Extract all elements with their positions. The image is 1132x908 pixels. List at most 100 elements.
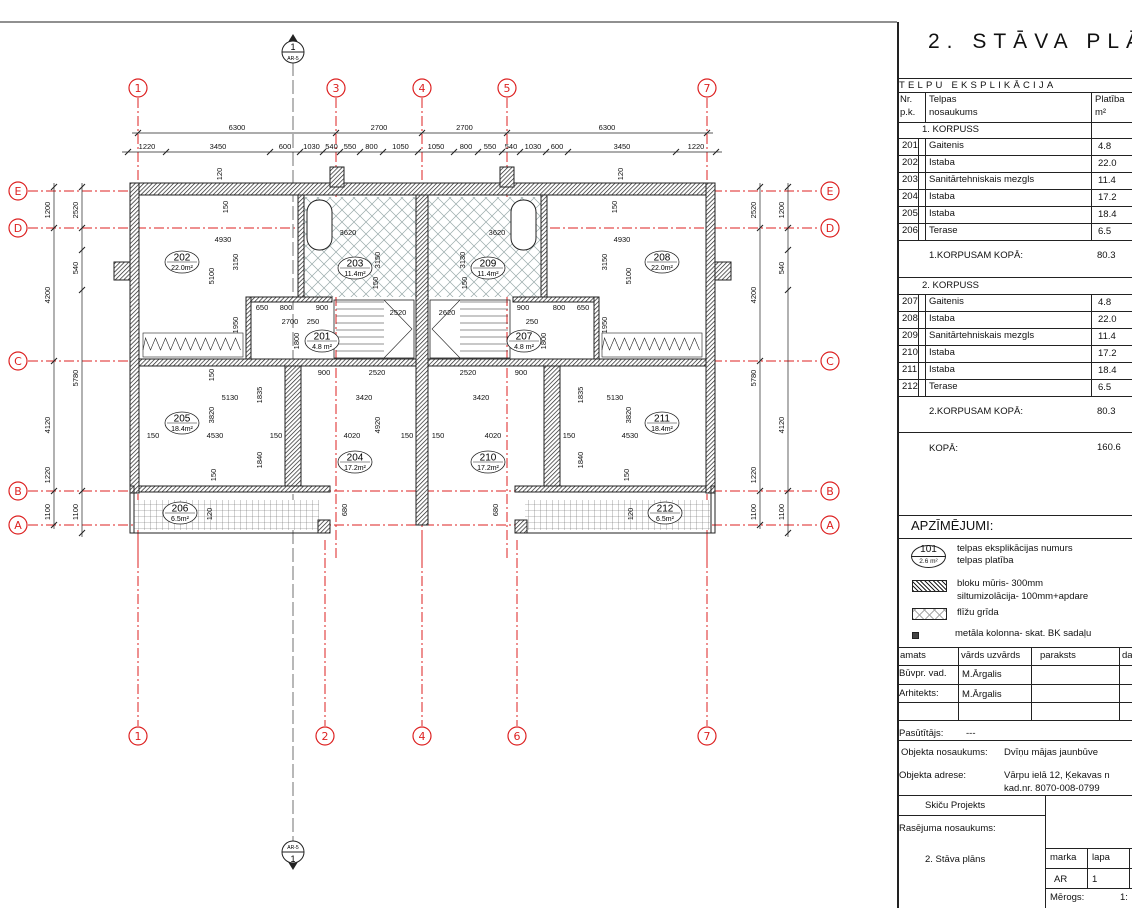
stairs [333, 299, 511, 359]
row-area: 11.4 [1098, 331, 1116, 342]
address-label: Objekta adrese: [899, 770, 967, 781]
dim-inner: 1800 [292, 333, 301, 350]
rule [1091, 294, 1092, 396]
dim-label: 4200 [43, 287, 52, 304]
svg-text:210: 210 [480, 453, 497, 464]
dim-inner: 5130 [222, 393, 239, 402]
grid-bubble-top-5: 5 [497, 78, 517, 98]
explication-heading: TELPU EKSPLIKĀCIJA [899, 80, 1057, 91]
row-area: 6.5 [1098, 382, 1112, 393]
dim-overall: 6300 [229, 123, 246, 132]
grid-bubble-bottom-4: 4 [412, 726, 432, 746]
dim-label: 1220 [749, 467, 758, 484]
rule [897, 155, 1132, 156]
total-2: 80.3 [1097, 406, 1116, 417]
rule [897, 240, 1132, 241]
svg-text:208: 208 [654, 253, 671, 264]
dim-detail: 1050 [428, 142, 445, 151]
grid-bubble-bottom-6: 6 [507, 726, 527, 746]
row-name: Terase [929, 381, 958, 392]
svg-text:AR-5: AR-5 [287, 56, 299, 62]
rule [897, 740, 1132, 741]
rule [897, 396, 1132, 397]
rule [897, 328, 1132, 329]
total-1: 80.3 [1097, 250, 1116, 261]
rule [897, 138, 1132, 139]
object-value: Dvīņu mājas jaunbūve [1004, 747, 1098, 758]
dim-inner: 650 [577, 303, 590, 312]
dim-inner: 900 [316, 303, 329, 312]
dim-label: 1100 [749, 504, 758, 520]
rule [897, 815, 1045, 816]
legend-item: metāla kolonna- skat. BK sadaļu [955, 628, 1092, 639]
rule [897, 379, 1132, 380]
row-nr: 211 [902, 364, 918, 375]
rule [897, 515, 1132, 516]
lapa-value: 1 [1092, 874, 1098, 885]
dim-inner: 800 [280, 303, 293, 312]
section-marker: 1AR-5 [281, 34, 305, 64]
group-1: 1. KORPUSS [922, 124, 980, 135]
svg-text:18.4m²: 18.4m² [651, 426, 673, 433]
rule [897, 92, 1132, 93]
signature-name: M.Ārgalis [962, 669, 1002, 680]
dim-label: 2520 [749, 202, 758, 219]
dim-inner: 3420 [356, 393, 373, 402]
dim-inner: 4930 [215, 235, 232, 244]
bathtub-icon [306, 199, 333, 251]
row-name: Sanitārtehniskais mezgls [929, 330, 1035, 341]
scale-label: Mērogs: [1050, 892, 1085, 903]
row-name: Istaba [929, 191, 955, 202]
stage-label: Skiču Projekts [925, 800, 986, 811]
dim-inner: 3820 [207, 407, 216, 424]
grid-bubble-bottom-7: 7 [697, 726, 717, 746]
grid-bubble-top-1: 1 [128, 78, 148, 98]
svg-text:18.4m²: 18.4m² [171, 426, 193, 433]
row-area: 4.8 [1098, 141, 1112, 152]
svg-text:11.4m²: 11.4m² [344, 271, 366, 278]
rule [958, 647, 959, 720]
grid-bubble-top-3: 3 [326, 78, 346, 98]
svg-text:204: 204 [347, 453, 364, 464]
rule [1091, 138, 1092, 240]
rule [1119, 647, 1120, 720]
column-icon [912, 632, 919, 639]
grid-bubble-right-A: A [820, 515, 840, 535]
svg-text:A: A [14, 519, 22, 532]
dim-inner: 1800 [539, 333, 548, 350]
dim-inner: 2700 [282, 317, 299, 326]
dim-inner: 2520 [460, 368, 477, 377]
dim-inner: 680 [491, 504, 500, 517]
dim-label: 1100 [71, 504, 80, 520]
signature-role: Arhitekts: [899, 688, 939, 699]
dim-inner: 4020 [344, 431, 361, 440]
dim-inner: 650 [256, 303, 269, 312]
rule [1031, 647, 1032, 720]
dim-detail: 800 [460, 142, 473, 151]
rule [1045, 848, 1132, 849]
row-name: Gaitenis [929, 296, 964, 307]
svg-text:206: 206 [172, 504, 189, 515]
dim-inner: 250 [526, 317, 539, 326]
row-name: Gaitenis [929, 140, 964, 151]
svg-text:1: 1 [290, 854, 295, 864]
dim-label: 1200 [43, 202, 52, 219]
dim-inner: 800 [553, 303, 566, 312]
dim-inner: 1950 [600, 317, 609, 334]
rule [925, 92, 926, 122]
grid-bubble-top-7: 7 [697, 78, 717, 98]
dim-inner: 150 [270, 431, 283, 440]
row-name: Sanitārtehniskais mezgls [929, 174, 1035, 185]
legend-tag-area: 2.6 m² [911, 556, 946, 566]
row-nr: 209 [902, 330, 918, 341]
dim-inner: 5130 [607, 393, 624, 402]
row-nr: 201 [902, 140, 918, 151]
row-area: 18.4 [1098, 365, 1117, 376]
